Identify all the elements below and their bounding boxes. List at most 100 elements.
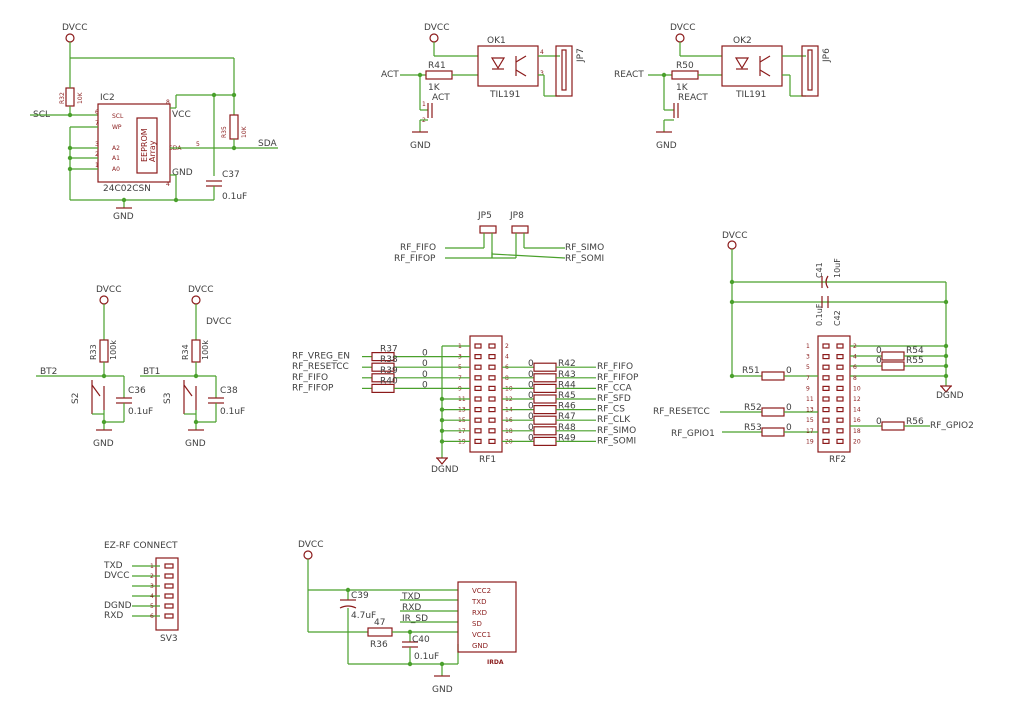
rf2-pad <box>822 417 830 423</box>
ok2-name: OK2 <box>733 36 752 46</box>
rf1-right-res-value: 0 <box>528 391 534 401</box>
rf2-pin-odd: 11 <box>806 396 814 403</box>
c36-name: C36 <box>128 386 146 396</box>
rf1-right-resistor <box>533 373 557 383</box>
r52-resistor <box>761 407 785 417</box>
sv3-pin: 6 <box>150 613 154 620</box>
rf2-pad <box>822 375 830 381</box>
rf1-right-res-value: 0 <box>528 359 534 369</box>
rf1-right-res-value: 0 <box>528 412 534 422</box>
s3-name: S3 <box>163 393 173 404</box>
rf2-net-gpio2: RF_GPIO2 <box>930 421 974 431</box>
bt2-gnd-label: GND <box>93 439 114 449</box>
irda-name: IRDA <box>487 659 504 666</box>
rf1-right-net: RF_SFD <box>597 394 631 404</box>
rf2-pin-odd: 19 <box>806 438 814 445</box>
rf1-pad <box>488 375 496 381</box>
c42-name: C42 <box>833 310 842 326</box>
r51-name: R51 <box>742 366 760 376</box>
irda-pin-rxd: RXD <box>472 609 487 617</box>
led-react-name: REACT <box>678 93 708 103</box>
r41-name: R41 <box>428 61 446 71</box>
c39-name: C39 <box>351 591 369 601</box>
bt1-dvcc-label-2: DVCC <box>206 317 232 327</box>
r55-value: 0 <box>876 356 882 366</box>
irda-net-txd: TXD <box>401 592 421 602</box>
r54-value: 0 <box>876 346 882 356</box>
sv3-pad <box>164 603 174 609</box>
rf1-pad <box>474 438 482 444</box>
rf1-pad <box>488 438 496 444</box>
rf2-pad <box>822 407 830 413</box>
r56-value: 0 <box>876 417 882 427</box>
r53-name: R53 <box>744 423 762 433</box>
ic2-pin-a0: A0 <box>112 166 120 173</box>
sv3-connector <box>155 557 179 631</box>
rf2-net-gpio1: RF_GPIO1 <box>671 429 715 439</box>
rf1-right-res-name: R46 <box>558 402 576 412</box>
sv3-pin: 4 <box>150 593 154 600</box>
rf1-right-resistor <box>533 383 557 393</box>
r53-resistor <box>761 427 785 437</box>
sv3-pad <box>164 593 174 599</box>
c39-value: 4.7uF <box>351 611 376 621</box>
sv3-pad <box>164 613 174 619</box>
rf1-pad <box>488 428 496 434</box>
rf1-connector <box>469 335 503 453</box>
r55-name: R55 <box>906 356 924 366</box>
irda-dvcc-label: DVCC <box>298 540 324 550</box>
ic2-pin-wp: WP <box>112 124 122 131</box>
rf2-dgnd-label: DGND <box>936 391 964 401</box>
rf1-left-res-name: R38 <box>380 355 398 365</box>
c40-value: 0.1uF <box>414 652 439 662</box>
rf1-right-net: RF_SOMI <box>597 436 636 446</box>
rf2-pin-even: 10 <box>853 385 861 392</box>
rf1-right-res-name: R45 <box>558 391 576 401</box>
rf1-pad <box>488 385 496 391</box>
r41-value: 1K <box>428 83 441 93</box>
rf2-connector <box>817 335 851 453</box>
rf1-pad <box>488 364 496 370</box>
rf1-pad <box>474 428 482 434</box>
r54-resistor <box>881 351 905 361</box>
rf1-junction <box>439 396 445 402</box>
r34-resistor <box>191 339 201 363</box>
jp7-name: JP7 <box>576 48 586 63</box>
jp8-name: JP8 <box>509 211 524 221</box>
ok2-optocoupler <box>721 45 783 87</box>
r51-value: 0 <box>786 366 792 376</box>
irda-pin-sd: SD <box>472 620 482 628</box>
rf2-pad <box>836 396 844 402</box>
rf1-left-res-value: 0 <box>422 359 428 369</box>
ic2-num-8: 8 <box>166 99 170 106</box>
ok1-pin3: 3 <box>540 70 544 77</box>
r56-resistor <box>881 421 905 431</box>
jp5-name: JP5 <box>477 211 492 221</box>
rf2-pad <box>822 428 830 434</box>
rf1-pad <box>488 354 496 360</box>
c42-value: 0.1uF <box>815 303 824 326</box>
r36-value: 47 <box>374 618 385 628</box>
rf1-junction <box>439 428 445 433</box>
led-act-pin1: 1 <box>422 101 426 108</box>
ic2-eeprom <box>97 103 171 183</box>
rf2-pin-even: 8 <box>853 375 857 382</box>
sda-label: SDA <box>258 139 277 149</box>
rf1-junction <box>439 418 445 423</box>
c38-name: C38 <box>220 386 238 396</box>
r34-value: 100k <box>201 340 210 360</box>
rf1-pin-even: 4 <box>505 354 509 361</box>
r35-value: 10K <box>241 125 248 138</box>
rf1-dgnd-label: DGND <box>431 465 459 475</box>
rf2-pad <box>836 354 844 360</box>
rf2-name: RF2 <box>829 455 846 465</box>
sv3-pin: 5 <box>150 603 154 610</box>
rf1-right-res-name: R44 <box>558 380 576 390</box>
rf1-right-resistor <box>533 436 557 446</box>
rf1-right-resistor <box>533 394 557 404</box>
ok1-gnd-label: GND <box>410 141 431 151</box>
rf1-left-net: RF_FIFO <box>292 373 328 383</box>
ic2-num-5: 5 <box>196 141 200 148</box>
